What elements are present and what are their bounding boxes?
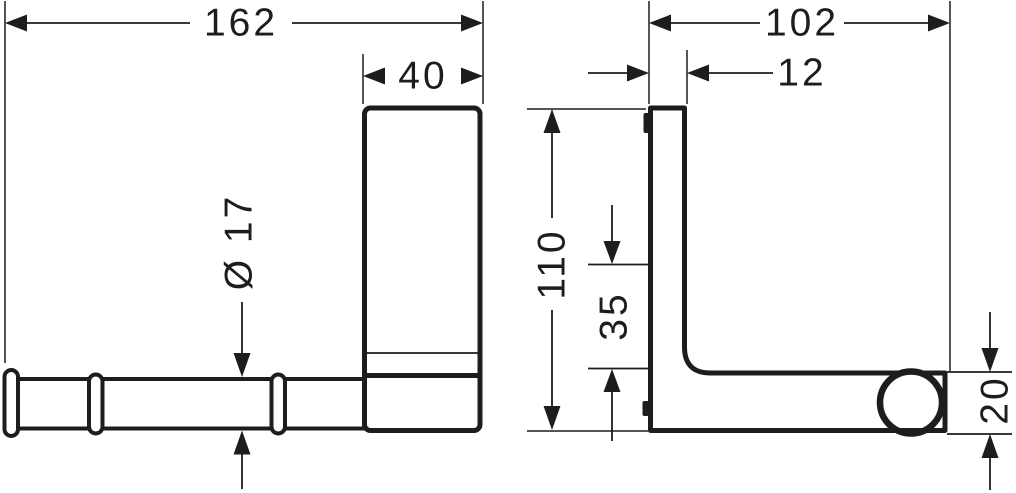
dim-102-label: 102 (765, 2, 839, 45)
arrow-down-icon (603, 241, 621, 264)
front-part (2, 105, 483, 438)
arrow-up-icon (543, 109, 561, 133)
arrow-left-icon (649, 14, 671, 32)
arrow-down-icon (981, 348, 999, 372)
dim-20-label: 20 (974, 375, 1016, 424)
front-view: 162 40 Ø 17 (2, 1, 484, 489)
dim-12-label: 12 (777, 52, 826, 95)
dim-40-label: 40 (398, 55, 447, 98)
mount-detail-top (643, 113, 650, 133)
dim-110: 110 (527, 108, 648, 432)
arrow-up-icon (603, 369, 621, 392)
bar-joint-ring-1 (87, 372, 105, 436)
dim-diameter-17: Ø 17 (218, 194, 261, 489)
arrow-left-icon (5, 14, 27, 32)
dim-diameter-17-label: Ø 17 (218, 194, 261, 291)
bar-end-circle (876, 368, 946, 437)
side-view: 102 12 110 35 (527, 1, 1016, 490)
arrow-up-icon (981, 434, 999, 458)
dim-110-label: 110 (531, 228, 574, 299)
mount-detail-bottom (642, 401, 649, 416)
dim-20: 20 (947, 312, 1016, 490)
arrow-down-icon (233, 353, 251, 377)
dim-162: 162 (4, 1, 484, 363)
dim-40: 40 (362, 54, 483, 104)
dim-35-label: 35 (593, 291, 636, 340)
wall-plate-front (362, 105, 483, 433)
bar-joint-ring-2 (269, 372, 287, 436)
dim-102: 102 (648, 1, 951, 371)
dim-35: 35 (588, 205, 648, 441)
arrow-left-icon (363, 67, 385, 85)
dim-12: 12 (588, 50, 826, 104)
dim-162-label: 162 (204, 2, 278, 45)
arrow-right-icon (461, 67, 483, 85)
arrow-right-icon (928, 14, 950, 32)
side-part (642, 105, 948, 437)
bar-end-cap (2, 368, 20, 438)
arrow-down-icon (543, 406, 561, 430)
arrow-up-icon (233, 430, 251, 455)
arrow-right-icon (461, 14, 483, 32)
arrow-right-icon (627, 64, 649, 82)
arrow-left-icon (687, 64, 709, 82)
